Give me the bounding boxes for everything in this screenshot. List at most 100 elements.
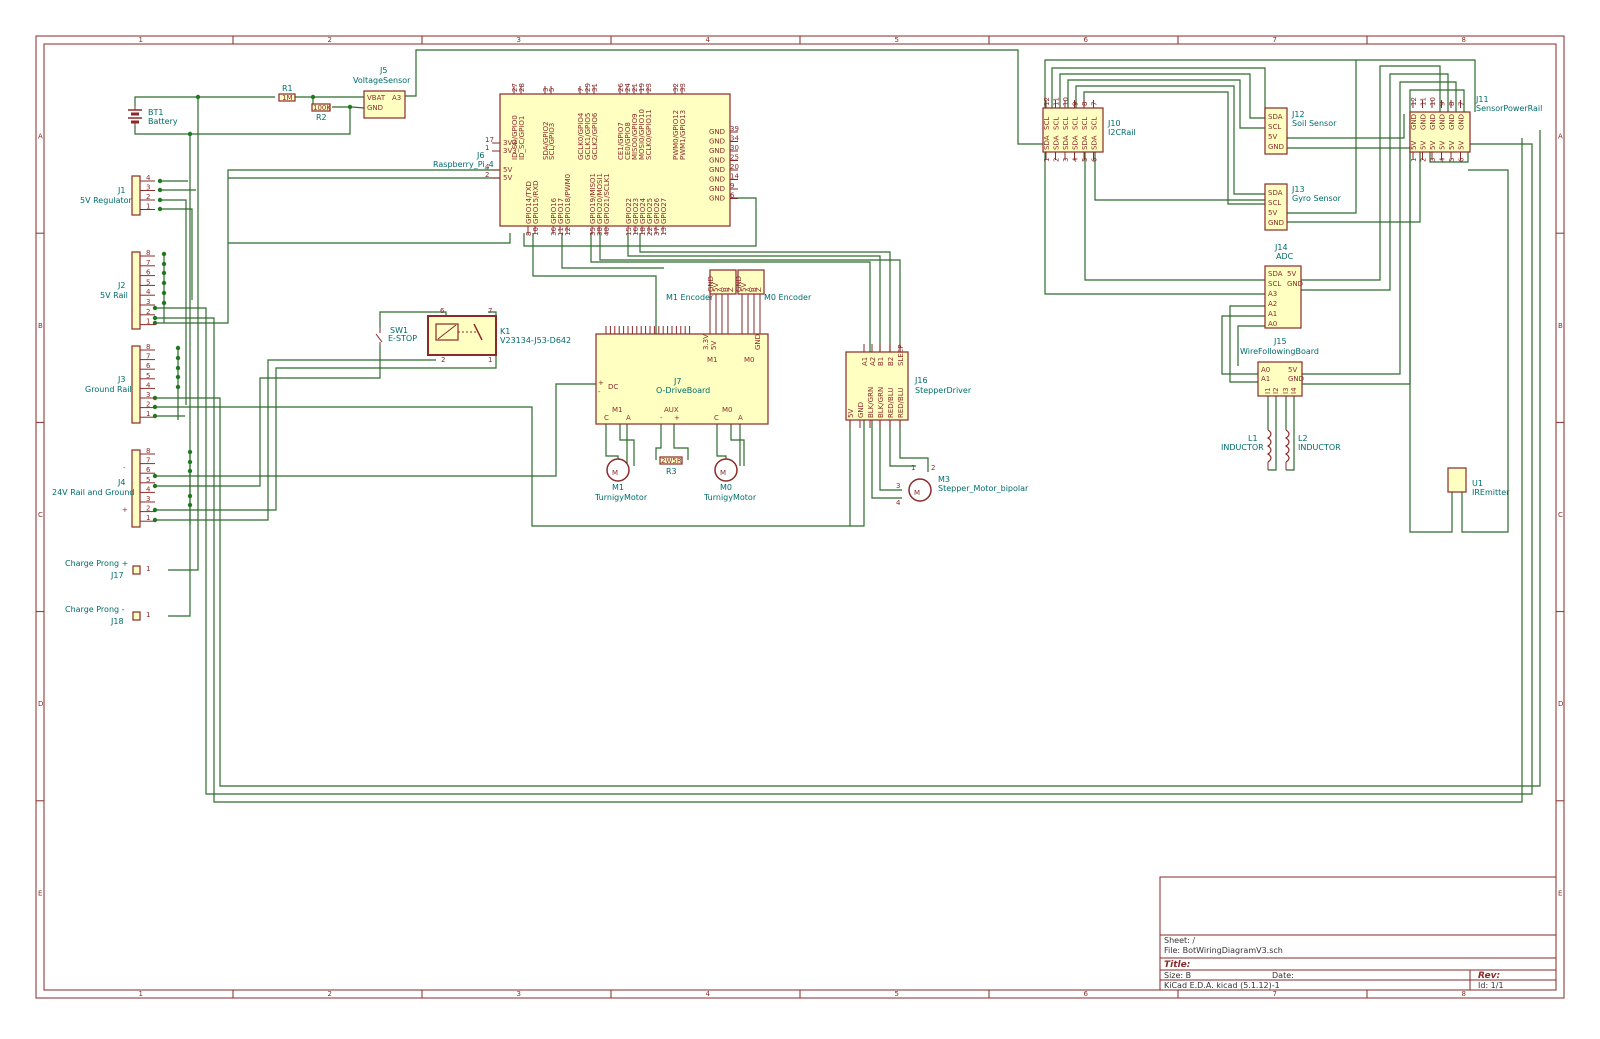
resistor-r2[interactable]: 100K R2: [311, 103, 331, 122]
j6-top-pin-number: 26: [617, 83, 625, 92]
m3-pin-4: 4: [896, 499, 901, 507]
column-label-bottom: 3: [517, 990, 521, 998]
bt1-value: Battery: [148, 117, 178, 126]
j14-value: ADC: [1276, 252, 1294, 261]
j3-pins-pin-number: 1: [146, 410, 150, 418]
connector-j11-sensor-power-rail[interactable]: 121GND5V112GND5V103GND5V94GND5V85GND5V76…: [1409, 95, 1542, 162]
title-block-tool: KiCad E.D.A. kicad (5.1.12)-1: [1164, 981, 1280, 990]
wire-junction-dot: [310, 94, 316, 100]
j13-pins-pin-label: 5V: [1268, 209, 1277, 217]
j16-top-pin-label: B2: [887, 357, 895, 366]
motor-m1[interactable]: M M1 TurnigyMotor: [594, 458, 648, 502]
wire-junction-dot: [152, 315, 158, 321]
j2-pins-pin-number: 7: [146, 259, 150, 267]
j7-aux-minus: -: [660, 414, 663, 422]
j6-top-pin-label: ID_SC/GPIO1: [518, 116, 526, 160]
row-label-left: E: [38, 889, 42, 897]
wire-junctions: [152, 94, 353, 523]
j11-ref: J11: [1475, 95, 1489, 104]
j11-value: SensorPowerRail: [1476, 104, 1542, 113]
connector-j17-charge-plus[interactable]: 1 Charge Prong + J17: [65, 559, 150, 580]
component-u1-ir-emitter[interactable]: U1 IREmitter: [1447, 467, 1510, 497]
j6-left-pin-label: 5V: [503, 174, 512, 182]
j6-right-pin-label: GND: [709, 195, 725, 203]
j14-left-pin-label: A2: [1268, 300, 1277, 308]
column-label-top: 4: [706, 36, 711, 44]
j6-right-pin-label: GND: [709, 176, 725, 184]
r3-ref: R3: [666, 467, 677, 476]
j7-aux-label: AUX: [664, 406, 679, 414]
resistor-r1[interactable]: 1M R1: [278, 84, 296, 102]
j6-bottom-pin-label: GPIO15/RXD: [532, 180, 540, 224]
switch-sw1-estop[interactable]: SW1 E-STOP: [375, 326, 417, 346]
connector-j18-charge-minus[interactable]: 1 Charge Prong - J18: [65, 605, 150, 626]
wires: [134, 49, 1541, 803]
j6-top-pin-label: PWM1/GPIO13: [679, 110, 687, 160]
j13-pins-pin-label: SDA: [1268, 189, 1283, 197]
j4-pins-pin-number: 7: [146, 457, 150, 465]
j7-m0-out: M0: [722, 406, 733, 414]
wire-junction-dot: [187, 459, 193, 465]
relay-k1[interactable]: 6 7 2 1 K1 V23134-J53-D642: [427, 307, 571, 364]
j16-bottom-pin-label: RED/BLU: [897, 387, 905, 418]
l1-ref: L1: [1248, 434, 1258, 443]
column-label-top: 7: [1273, 36, 1277, 44]
j13-ref: J13: [1291, 185, 1305, 194]
row-label-left: A: [38, 133, 43, 141]
j6-bottom-pin-label: GPIO21/SCLK1: [603, 173, 611, 224]
j6-top-pin-number: 21: [631, 83, 639, 92]
connector-j10-i2c-rail[interactable]: 121SCLSDA112SCLSDA103SCLSDA94SCLSDA85SCL…: [1042, 97, 1136, 162]
j6-bottom-pin-number: 12: [564, 227, 572, 236]
bt1-ref: BT1: [148, 108, 163, 117]
j10-pins-pin-label-b: SDA: [1062, 135, 1070, 150]
j1-ref: J1: [117, 186, 125, 195]
j6-bottom-pin-label: GPIO14/TXD: [525, 181, 533, 224]
j6-bottom-pin-number: 40: [603, 227, 611, 236]
j6-right-pin-number: 34: [730, 135, 739, 143]
sw1-value: E-STOP: [388, 334, 417, 343]
j14-left-pin-label: SDA: [1268, 270, 1283, 278]
connector-j5-voltage-sensor[interactable]: VBAT A3 GND J5 VoltageSensor: [353, 66, 411, 119]
j3-pins-pin-number: 4: [146, 381, 151, 389]
j16-top-pin-label: A1: [861, 357, 869, 366]
resistor-r3[interactable]: 2W5R R3: [659, 456, 683, 476]
j4-pins-pin-number: 1: [146, 514, 150, 522]
r2-value: 100K: [313, 104, 331, 112]
connector-j6-raspberry-pi[interactable]: ID_SD/GPIO027ID_SC/GPIO128SDA/GPIO23SCL/…: [433, 83, 739, 236]
j17-ref: J17: [110, 571, 124, 580]
wire-junction-dot: [175, 365, 181, 371]
j6-bottom-pin-label: GPIO20/MOSI1: [596, 173, 604, 224]
j4-value: 24V Rail and Ground: [52, 488, 135, 497]
j18-ref: J18: [110, 617, 124, 626]
wire-junction-dot: [161, 261, 167, 267]
j16-top-pin-label: B1: [877, 357, 885, 366]
inductor-l1[interactable]: L1 INDUCTOR: [1221, 429, 1272, 470]
j6-top-pin-label: ID_SD/GPIO0: [511, 115, 519, 160]
wire-junction-dot: [187, 493, 193, 499]
l2-value: INDUCTOR: [1298, 443, 1341, 452]
j10-pins-pin-label-b: SDA: [1081, 135, 1089, 150]
j6-top-pin-number: 31: [591, 83, 599, 92]
j15-bottom-pin-label: I3: [1282, 387, 1290, 394]
motor-m0[interactable]: M M0 TurnigyMotor: [703, 458, 757, 502]
wire-junction-dot: [187, 449, 193, 455]
j11-pins-bottom-pin-number: 2: [1420, 158, 1428, 162]
motor-m3-stepper[interactable]: M 1 2 3 4 M3 Stepper_Motor_bipolar: [896, 464, 1029, 507]
j6-right-pin-number: 20: [730, 163, 739, 171]
j6-right-pin-number: 25: [730, 154, 739, 162]
battery-bt1[interactable]: BT1 Battery: [128, 106, 178, 126]
inductor-l2[interactable]: L2 INDUCTOR: [1284, 429, 1341, 470]
